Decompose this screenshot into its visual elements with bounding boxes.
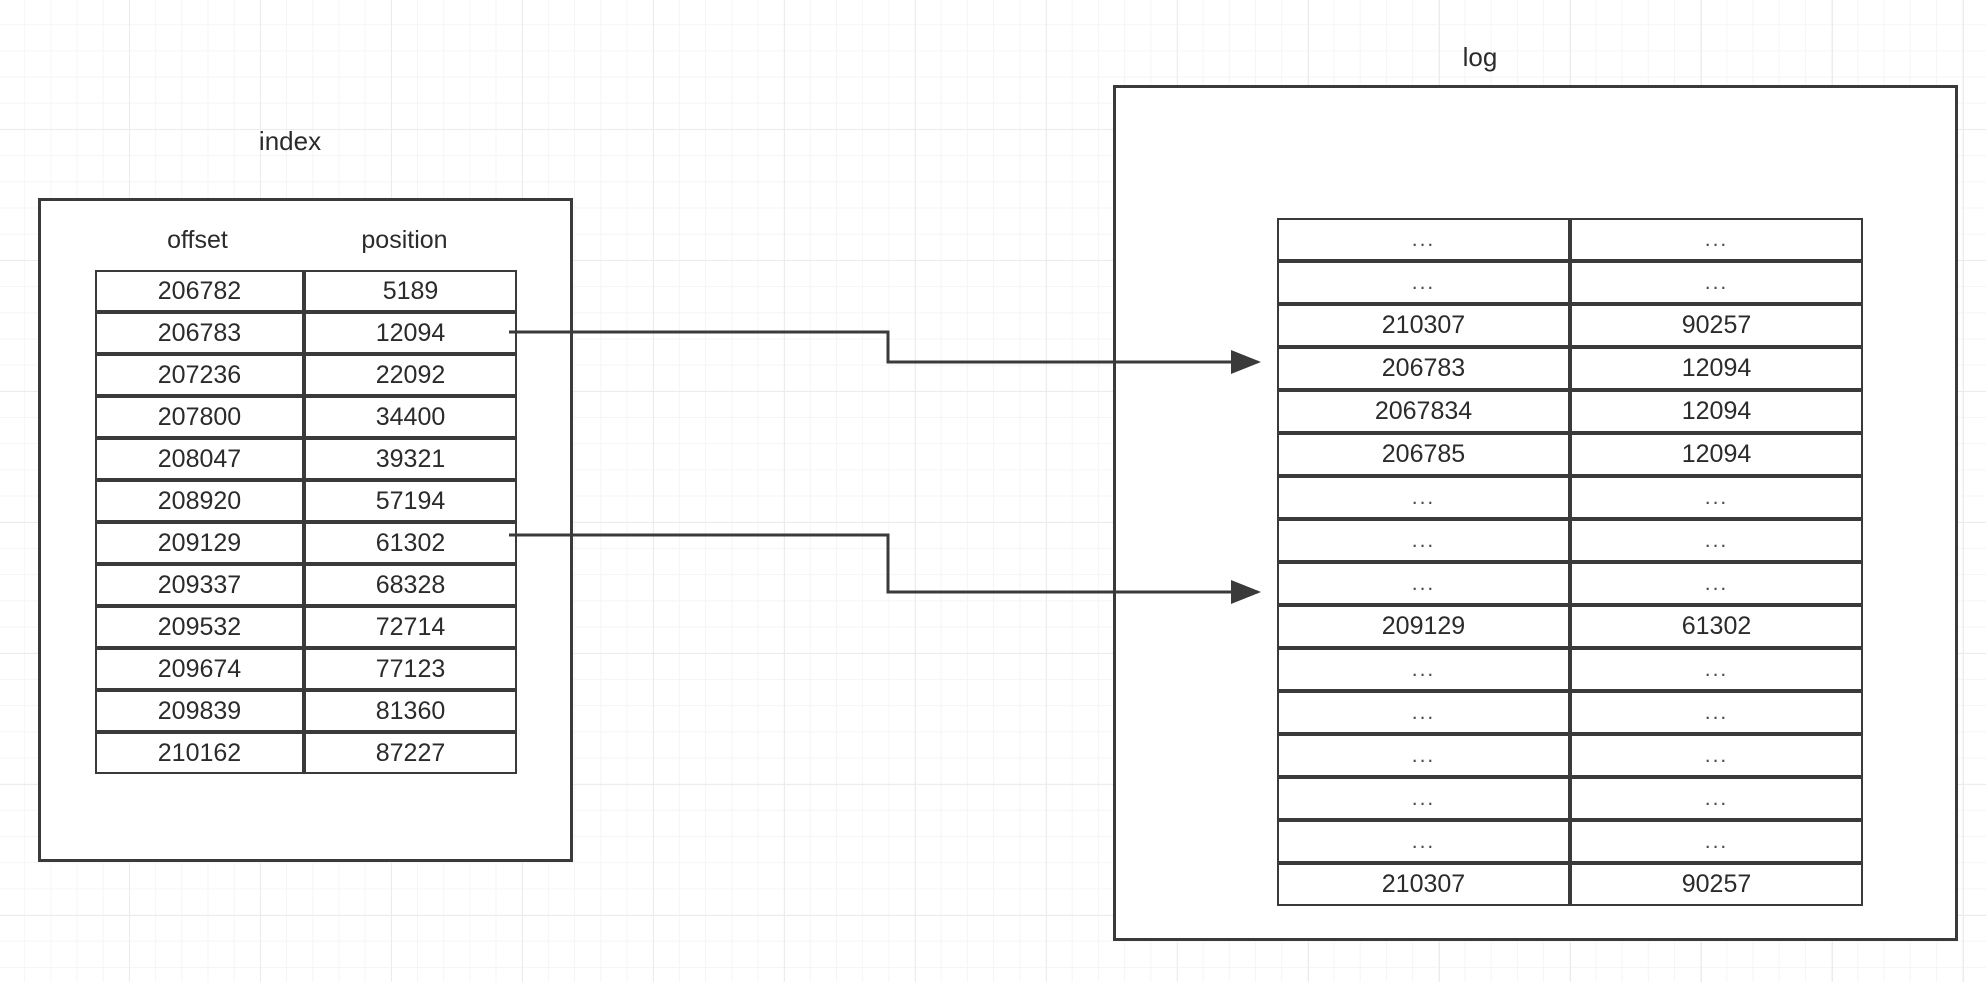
- index-cell-offset: 209532: [95, 606, 304, 648]
- log-cell-position: ...: [1570, 648, 1863, 691]
- index-panel-caption: index: [258, 126, 322, 156]
- log-cell-offset: ...: [1277, 519, 1570, 562]
- log-cell-position: ...: [1570, 218, 1863, 261]
- log-cell-offset: ...: [1277, 476, 1570, 519]
- index-cell-offset: 208047: [95, 438, 304, 480]
- table-row: ......: [1277, 777, 1863, 820]
- table-row: ......: [1277, 519, 1863, 562]
- log-cell-offset: ...: [1277, 820, 1570, 863]
- index-cell-offset: 207236: [95, 354, 304, 396]
- table-row: ......: [1277, 648, 1863, 691]
- table-row: ......: [1277, 476, 1863, 519]
- table-row: ......: [1277, 691, 1863, 734]
- index-cell-position: 39321: [304, 438, 517, 480]
- table-row: ......: [1277, 218, 1863, 261]
- log-cell-offset: 210307: [1277, 304, 1570, 347]
- log-cell-offset: 206783: [1277, 347, 1570, 390]
- log-cell-position: 90257: [1570, 863, 1863, 906]
- index-cell-position: 57194: [304, 480, 517, 522]
- index-cell-position: 22092: [304, 354, 517, 396]
- log-cell-offset: ...: [1277, 777, 1570, 820]
- index-cell-position: 77123: [304, 648, 517, 690]
- log-cell-position: 61302: [1570, 605, 1863, 648]
- log-cell-position: ...: [1570, 261, 1863, 304]
- log-cell-position: ...: [1570, 777, 1863, 820]
- log-cell-position: ...: [1570, 734, 1863, 777]
- index-cell-offset: 209337: [95, 564, 304, 606]
- log-cell-position: ...: [1570, 562, 1863, 605]
- log-cell-offset: 209129: [1277, 605, 1570, 648]
- column-header-offset: offset: [167, 226, 228, 254]
- log-cell-position: ...: [1570, 820, 1863, 863]
- index-cell-offset: 210162: [95, 732, 304, 774]
- log-cell-position: ...: [1570, 519, 1863, 562]
- log-cell-offset: ...: [1277, 648, 1570, 691]
- index-cell-offset: 207800: [95, 396, 304, 438]
- index-column-headers: offset position: [95, 226, 509, 255]
- log-cell-position: 90257: [1570, 304, 1863, 347]
- table-row: ......: [1277, 734, 1863, 777]
- index-cell-offset: 209839: [95, 690, 304, 732]
- table-row: ......: [1277, 820, 1863, 863]
- log-cell-position: ...: [1570, 476, 1863, 519]
- index-cell-position: 34400: [304, 396, 517, 438]
- log-cell-offset: ...: [1277, 691, 1570, 734]
- log-cell-offset: ...: [1277, 218, 1570, 261]
- log-cell-position: ...: [1570, 691, 1863, 734]
- index-cell-offset: 209674: [95, 648, 304, 690]
- index-cell-position: 68328: [304, 564, 517, 606]
- column-header-position: position: [361, 226, 448, 254]
- index-cell-offset: 206782: [95, 270, 304, 312]
- index-cell-position: 87227: [304, 732, 517, 774]
- table-row: ......: [1277, 261, 1863, 304]
- log-cell-offset: ...: [1277, 734, 1570, 777]
- log-cell-offset: 2067834: [1277, 390, 1570, 433]
- index-cell-position: 61302: [304, 522, 517, 564]
- log-cell-offset: 206785: [1277, 433, 1570, 476]
- index-cell-position: 81360: [304, 690, 517, 732]
- index-cell-position: 5189: [304, 270, 517, 312]
- log-cell-position: 12094: [1570, 347, 1863, 390]
- log-cell-position: 12094: [1570, 390, 1863, 433]
- log-cell-offset: 210307: [1277, 863, 1570, 906]
- index-cell-offset: 208920: [95, 480, 304, 522]
- log-cell-position: 12094: [1570, 433, 1863, 476]
- table-row: ......: [1277, 562, 1863, 605]
- index-cell-position: 12094: [304, 312, 517, 354]
- index-cell-offset: 209129: [95, 522, 304, 564]
- log-panel-caption: log: [1462, 42, 1498, 72]
- log-cell-offset: ...: [1277, 261, 1570, 304]
- index-cell-offset: 206783: [95, 312, 304, 354]
- index-cell-position: 72714: [304, 606, 517, 648]
- log-cell-offset: ...: [1277, 562, 1570, 605]
